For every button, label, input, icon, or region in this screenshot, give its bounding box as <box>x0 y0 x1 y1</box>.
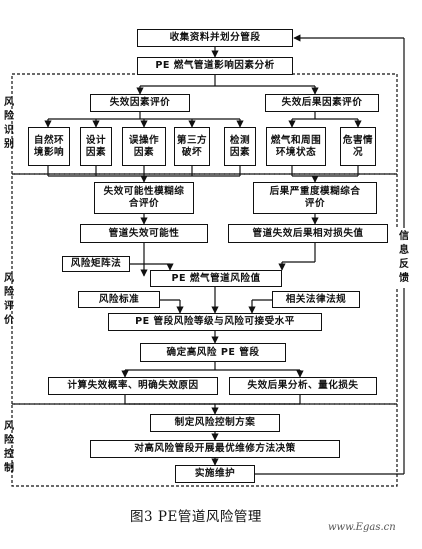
box-pipe-consequence: 管道失效后果相对损失值 <box>228 224 388 243</box>
box-matrix: 风险矩阵法 <box>62 256 130 272</box>
box-risk-value: PE 燃气管道风险值 <box>150 270 282 287</box>
box-collect: 收集资料并划分管段 <box>137 29 293 47</box>
box-implement: 实施维护 <box>175 465 255 483</box>
box-plan: 制定风险控制方案 <box>150 414 280 432</box>
section-label-evaluate: 风险评价 <box>4 273 14 326</box>
box-natural: 自然环境影响 <box>28 127 70 166</box>
box-inspect: 检测因素 <box>224 127 256 166</box>
section-label-identify: 风险识别 <box>4 97 14 150</box>
box-consequence-analysis: 失效后果分析、量化损失 <box>229 377 377 395</box>
box-pipe-possibility: 管道失效可能性 <box>80 224 208 243</box>
watermark: www.Egas.cn <box>328 522 396 533</box>
box-third: 第三方破坏 <box>174 127 210 166</box>
feedback-label: 信息反馈 <box>399 231 409 284</box>
box-laws: 相关法律法规 <box>272 291 360 308</box>
box-standard: 风险标准 <box>78 291 160 308</box>
box-pe-analysis: PE 燃气管道影响因素分析 <box>137 57 293 75</box>
box-misop: 误操作因素 <box>122 127 166 166</box>
box-decision: 对高风险管段开展最优维修方法决策 <box>90 440 340 458</box>
box-high-risk: 确定高风险 PE 管段 <box>140 343 286 362</box>
section-label-control: 风险控制 <box>4 421 14 474</box>
box-fuzzy-possibility: 失效可能性模糊综合评价 <box>94 182 194 214</box>
box-failure-factor: 失效因素评价 <box>90 94 190 112</box>
figure-caption: 图3 PE管道风险管理 <box>130 509 262 525</box>
box-design: 设计因素 <box>80 127 112 166</box>
box-fuzzy-severity: 后果严重度模糊综合评价 <box>253 182 377 214</box>
box-gas-env: 燃气和周围环境状态 <box>266 127 326 166</box>
box-consequence-factor: 失效后果因素评价 <box>265 94 379 112</box>
box-calc-failure: 计算失效概率、明确失效原因 <box>48 377 218 395</box>
box-hazard: 危害情况 <box>340 127 376 166</box>
box-grade: PE 管段风险等级与风险可接受水平 <box>108 313 322 331</box>
